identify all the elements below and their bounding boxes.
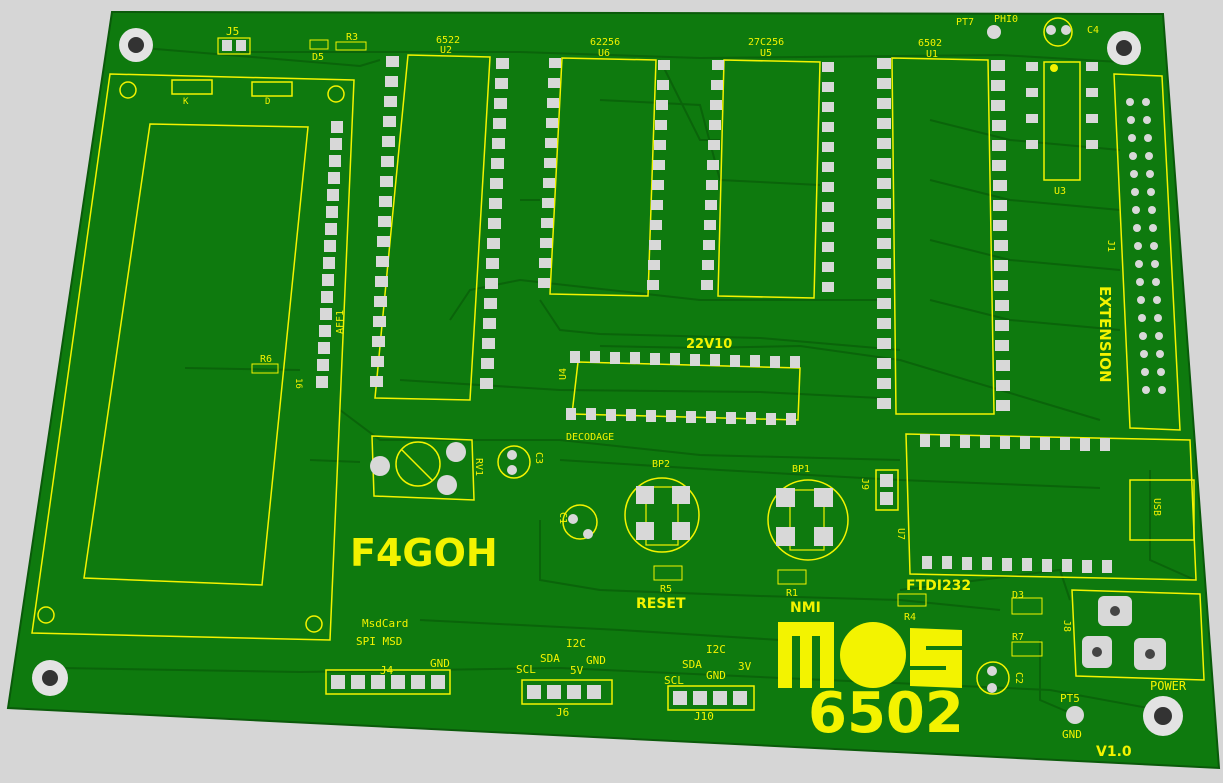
label-r4: R4 — [904, 612, 916, 623]
label-ftdi: FTDI232 — [906, 578, 971, 594]
label-j10-gnd: GND — [706, 669, 726, 682]
label-r3: R3 — [346, 32, 358, 43]
label-callsign: F4GOH — [350, 531, 498, 575]
mos-logo — [778, 622, 962, 688]
label-j4-gnd: GND — [430, 657, 450, 670]
label-power: POWER — [1150, 679, 1187, 693]
label-aff1: AFF1 — [335, 310, 346, 334]
lcd-footprint — [31, 73, 355, 641]
power-connector-j8 — [1071, 589, 1205, 681]
smd-parts — [251, 39, 1043, 657]
label-u5-part: 27C256 — [748, 37, 784, 48]
label-j10-i2c: I2C — [706, 643, 726, 656]
label-lcd-d: D — [265, 97, 270, 107]
label-reset: RESET — [636, 596, 686, 612]
label-j6-i2c: I2C — [566, 637, 586, 650]
label-nmi: NMI — [790, 600, 821, 616]
label-usb: USB — [1151, 498, 1162, 516]
label-j6-5v: 5V — [570, 664, 584, 677]
chip-u5 — [701, 59, 834, 299]
label-j5: J5 — [226, 25, 239, 38]
label-bp1: BP1 — [792, 464, 810, 475]
lcd-header-pins — [316, 121, 343, 388]
label-c1: C1 — [557, 512, 568, 524]
label-d3: D3 — [1012, 590, 1024, 601]
mounting-holes — [32, 28, 1183, 736]
label-u6: U6 — [598, 48, 610, 59]
label-d5: D5 — [312, 52, 324, 63]
label-j4: J4 — [380, 664, 394, 677]
label-u3: U3 — [1054, 186, 1066, 197]
silkscreen-labels: J5 D5 R3 6522 U2 62256 U6 27C256 U5 6502… — [183, 14, 1187, 760]
capacitors — [497, 17, 1073, 695]
label-msdcard: MsdCard — [362, 617, 408, 630]
label-c4: C4 — [1087, 25, 1099, 36]
label-u7: U7 — [895, 528, 906, 540]
label-j10-3v: 3V — [738, 660, 752, 673]
label-lcd-k: K — [183, 97, 189, 107]
label-decodage: DECODAGE — [566, 432, 614, 443]
button-bp1 — [767, 479, 849, 561]
label-j10-sda: SDA — [682, 658, 702, 671]
label-r6: R6 — [260, 354, 272, 365]
chip-u1 — [877, 57, 1010, 415]
label-spi-msd: SPI MSD — [356, 635, 402, 648]
label-pt5: PT5 — [1060, 692, 1080, 705]
label-u1: U1 — [926, 49, 938, 60]
chip-u4 — [566, 351, 801, 425]
header-j9 — [875, 469, 899, 511]
label-c2: C2 — [1013, 672, 1024, 684]
label-r5: R5 — [660, 584, 672, 595]
label-pt7: PT7 — [956, 17, 974, 28]
label-j6-gnd: GND — [586, 654, 606, 667]
label-c3: C3 — [533, 452, 544, 464]
label-u4: U4 — [558, 368, 569, 380]
label-u5: U5 — [760, 48, 772, 59]
label-u2: U2 — [440, 45, 452, 56]
label-pt5-gnd: GND — [1062, 728, 1082, 741]
label-extension: EXTENSION — [1096, 286, 1114, 383]
copper-traces — [59, 45, 1196, 716]
label-j10: J10 — [694, 710, 714, 723]
label-j8: J8 — [1061, 620, 1072, 632]
label-bp2: BP2 — [652, 459, 670, 470]
label-j6-sda: SDA — [540, 652, 560, 665]
header-j6 — [521, 679, 613, 705]
chip-u6 — [538, 57, 670, 297]
capacitor-pads — [507, 25, 1084, 724]
label-j6: J6 — [556, 706, 569, 719]
chip-u3 — [1026, 61, 1098, 181]
label-r1: R1 — [786, 588, 798, 599]
label-u6-part: 62256 — [590, 37, 620, 48]
label-j10-scl: SCL — [664, 674, 684, 687]
extension-header-j1 — [1113, 73, 1181, 431]
label-phi0: PHI0 — [994, 14, 1018, 25]
module-u7 — [905, 433, 1197, 581]
label-r7: R7 — [1012, 632, 1024, 643]
potentiometer-rv1 — [370, 435, 475, 501]
label-j9: J9 — [859, 478, 870, 490]
label-pin16: 16 — [293, 378, 303, 389]
label-j1: J1 — [1105, 240, 1116, 252]
label-u1-part: 6502 — [918, 38, 942, 49]
header-j4 — [325, 669, 451, 695]
label-logo-6502: 6502 — [808, 681, 964, 746]
label-u2-part: 6522 — [436, 35, 460, 46]
label-j6-scl: SCL — [516, 663, 536, 676]
label-rv1: RV1 — [473, 458, 484, 476]
header-j5 — [217, 37, 251, 55]
button-bp2 — [624, 477, 700, 553]
header-j10 — [667, 685, 755, 711]
chip-u2 — [370, 54, 509, 401]
label-version: V1.0 — [1096, 744, 1132, 760]
label-22v10: 22V10 — [686, 337, 732, 352]
